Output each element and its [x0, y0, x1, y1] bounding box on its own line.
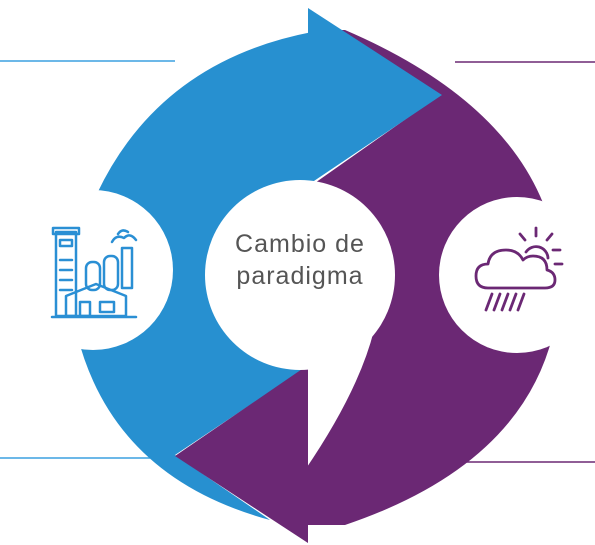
center-circle	[205, 180, 395, 370]
right-icon-badge	[439, 197, 595, 353]
top-arrowhead	[308, 8, 442, 185]
left-icon-badge	[13, 190, 173, 350]
center-label-line2: paradigma	[236, 262, 364, 290]
bottom-arrowhead	[175, 365, 308, 543]
factory-icon	[50, 226, 138, 319]
center-label: Cambio de paradigma	[205, 228, 395, 292]
purple-cycle-arrow	[305, 30, 560, 525]
center-label-line1: Cambio de	[235, 230, 365, 258]
blue-cycle-arrow	[68, 8, 312, 520]
sun-cloud-rain-icon	[474, 226, 564, 312]
